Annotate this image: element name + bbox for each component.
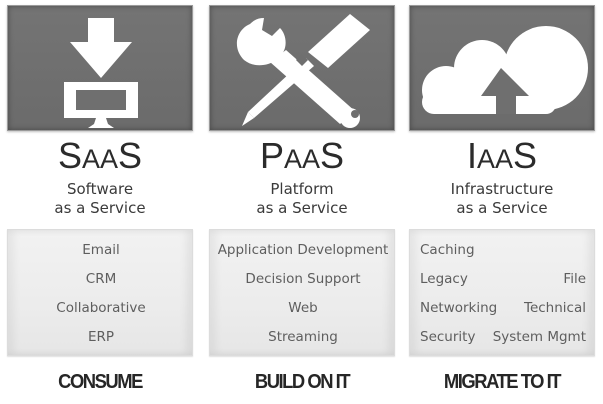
list-item: CRM — [85, 271, 117, 287]
cloud-upload-icon — [422, 26, 588, 114]
paas-subtitle-line1: Platform — [270, 180, 334, 198]
paas-icon-panel — [209, 5, 395, 131]
list-item: Streaming — [268, 329, 338, 345]
list-item: Email — [82, 242, 120, 258]
paas-column: PAAS Platform as a Service Application D… — [209, 0, 395, 404]
saas-subtitle-line2: as a Service — [54, 199, 146, 217]
paas-title: PAAS — [259, 135, 345, 176]
saas-title: SAAS — [57, 135, 143, 176]
list-item: Legacy — [420, 271, 468, 287]
saas-examples-box: Email CRM Collaborative ERP — [7, 229, 193, 356]
iaas-subtitle-line1: Infrastructure — [450, 180, 554, 198]
list-item: Decision Support — [245, 271, 361, 287]
iaas-action-label: MIGRATE TO IT — [443, 371, 562, 393]
iaas-column: IAAS Infrastructure as a Service Caching… — [409, 0, 595, 404]
list-item: Technical — [524, 300, 586, 316]
list-item: Networking — [420, 300, 498, 316]
iaas-subtitle-line2: as a Service — [456, 199, 548, 217]
list-item: ERP — [87, 329, 115, 345]
paas-subtitle: Platform as a Service — [209, 180, 395, 218]
list-item: Collaborative — [56, 300, 146, 316]
iaas-examples-box: Caching Legacy File Networking Technical… — [409, 229, 595, 356]
iaas-title: IAAS — [466, 135, 538, 176]
list-item: System Mgmt — [492, 329, 586, 345]
list-item: Security — [420, 329, 476, 345]
list-item: Caching — [420, 242, 475, 258]
saas-icon-panel — [7, 5, 193, 131]
list-item: Web — [288, 300, 318, 316]
paas-action-label: BUILD ON IT — [254, 371, 351, 393]
iaas-icon-panel — [409, 5, 595, 131]
saas-subtitle: Software as a Service — [7, 180, 193, 218]
list-item: Application Development — [217, 242, 389, 258]
saas-subtitle-line1: Software — [66, 180, 134, 198]
saas-column: SAAS Software as a Service Email CRM Col… — [7, 0, 193, 404]
wrench-screwdriver-icon — [236, 14, 370, 128]
download-to-monitor-icon — [64, 18, 138, 128]
iaas-subtitle: Infrastructure as a Service — [409, 180, 595, 218]
paas-examples-box: Application Development Decision Support… — [209, 229, 395, 356]
paas-subtitle-line2: as a Service — [256, 199, 348, 217]
saas-action-label: CONSUME — [58, 371, 143, 393]
list-item: File — [563, 271, 586, 287]
